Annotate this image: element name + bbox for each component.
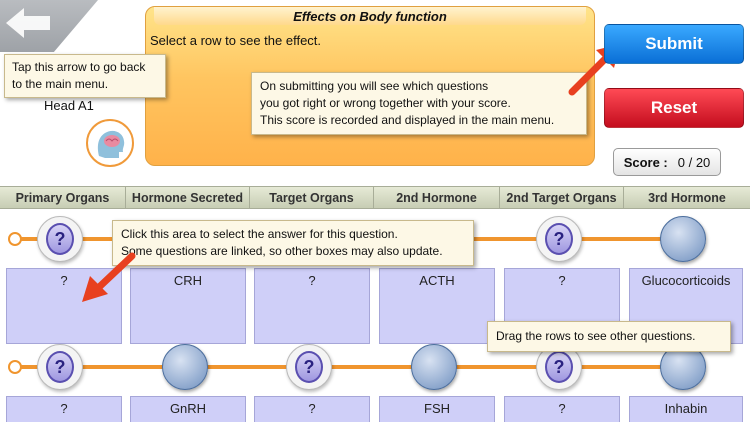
answer-box[interactable]: ?	[6, 396, 122, 422]
select-tip-line-1: Click this area to select the answer for…	[121, 227, 398, 241]
score-display: Score : 0 / 20	[613, 148, 721, 176]
row-start-node	[8, 360, 22, 374]
row-start-node	[8, 232, 22, 246]
answer-box[interactable]: GnRH	[130, 396, 246, 422]
column-header-primary-organs: Primary Organs	[0, 187, 126, 208]
panel-title-bar	[154, 7, 586, 25]
reset-button[interactable]: Reset	[604, 88, 744, 128]
question-mark-icon: ?	[46, 351, 74, 383]
column-header-row: Primary Organs Hormone Secreted Target O…	[0, 186, 750, 209]
answer-box[interactable]: CRH	[130, 268, 246, 344]
brain-head-icon	[97, 130, 125, 158]
column-header-hormone-secreted: Hormone Secreted	[126, 187, 250, 208]
answer-node[interactable]	[411, 344, 457, 390]
panel-title: Effects on Body function	[293, 9, 447, 24]
answer-box[interactable]: ?	[504, 396, 620, 422]
answer-node[interactable]	[660, 216, 706, 262]
head-label: Head A1	[44, 98, 94, 113]
answer-node[interactable]	[162, 344, 208, 390]
question-mark-icon: ?	[545, 351, 573, 383]
column-header-target-organs: Target Organs	[250, 187, 374, 208]
question-node[interactable]: ?	[536, 216, 582, 262]
score-value: 0 / 20	[677, 154, 711, 170]
column-header-2nd-hormone: 2nd Hormone	[374, 187, 500, 208]
question-node[interactable]: ?	[37, 344, 83, 390]
question-node[interactable]: ?	[286, 344, 332, 390]
submit-tip: On submitting you will see which questio…	[251, 72, 587, 135]
back-tip: Tap this arrow to go back to the main me…	[4, 54, 166, 98]
column-header-3rd-hormone: 3rd Hormone	[648, 190, 726, 205]
back-arrow-icon	[6, 8, 50, 38]
answer-box[interactable]: ?	[254, 396, 370, 422]
back-tip-text: Tap this arrow to go back to the main me…	[12, 60, 146, 91]
question-mark-icon: ?	[46, 223, 74, 255]
submit-tip-line-3: This score is recorded and displayed in …	[260, 113, 555, 127]
answer-box[interactable]: ACTH	[379, 268, 495, 344]
submit-tip-line-2: you got right or wrong together with you…	[260, 96, 511, 110]
select-tip: Click this area to select the answer for…	[112, 220, 474, 266]
select-tip-line-2: Some questions are linked, so other boxe…	[121, 244, 443, 258]
submit-button[interactable]: Submit	[604, 24, 744, 64]
submit-tip-line-1: On submitting you will see which questio…	[260, 79, 489, 93]
panel-instruction: Select a row to see the effect.	[150, 33, 322, 48]
column-header-2nd-target-organs: 2nd Target Organs	[500, 187, 624, 208]
head-avatar[interactable]	[86, 119, 134, 167]
row-connector-line	[18, 365, 686, 369]
score-label: Score :	[623, 154, 668, 170]
pointer-arrow-answer-icon	[82, 252, 136, 302]
drag-tip: Drag the rows to see other questions.	[487, 321, 731, 352]
answer-box[interactable]: FSH	[379, 396, 495, 422]
back-button[interactable]	[0, 0, 98, 52]
drag-tip-text: Drag the rows to see other questions.	[496, 329, 696, 343]
answer-box[interactable]: Inhabin	[629, 396, 743, 422]
question-mark-icon: ?	[545, 223, 573, 255]
question-mark-icon: ?	[295, 351, 323, 383]
question-node[interactable]: ?	[37, 216, 83, 262]
answer-box[interactable]: ?	[254, 268, 370, 344]
